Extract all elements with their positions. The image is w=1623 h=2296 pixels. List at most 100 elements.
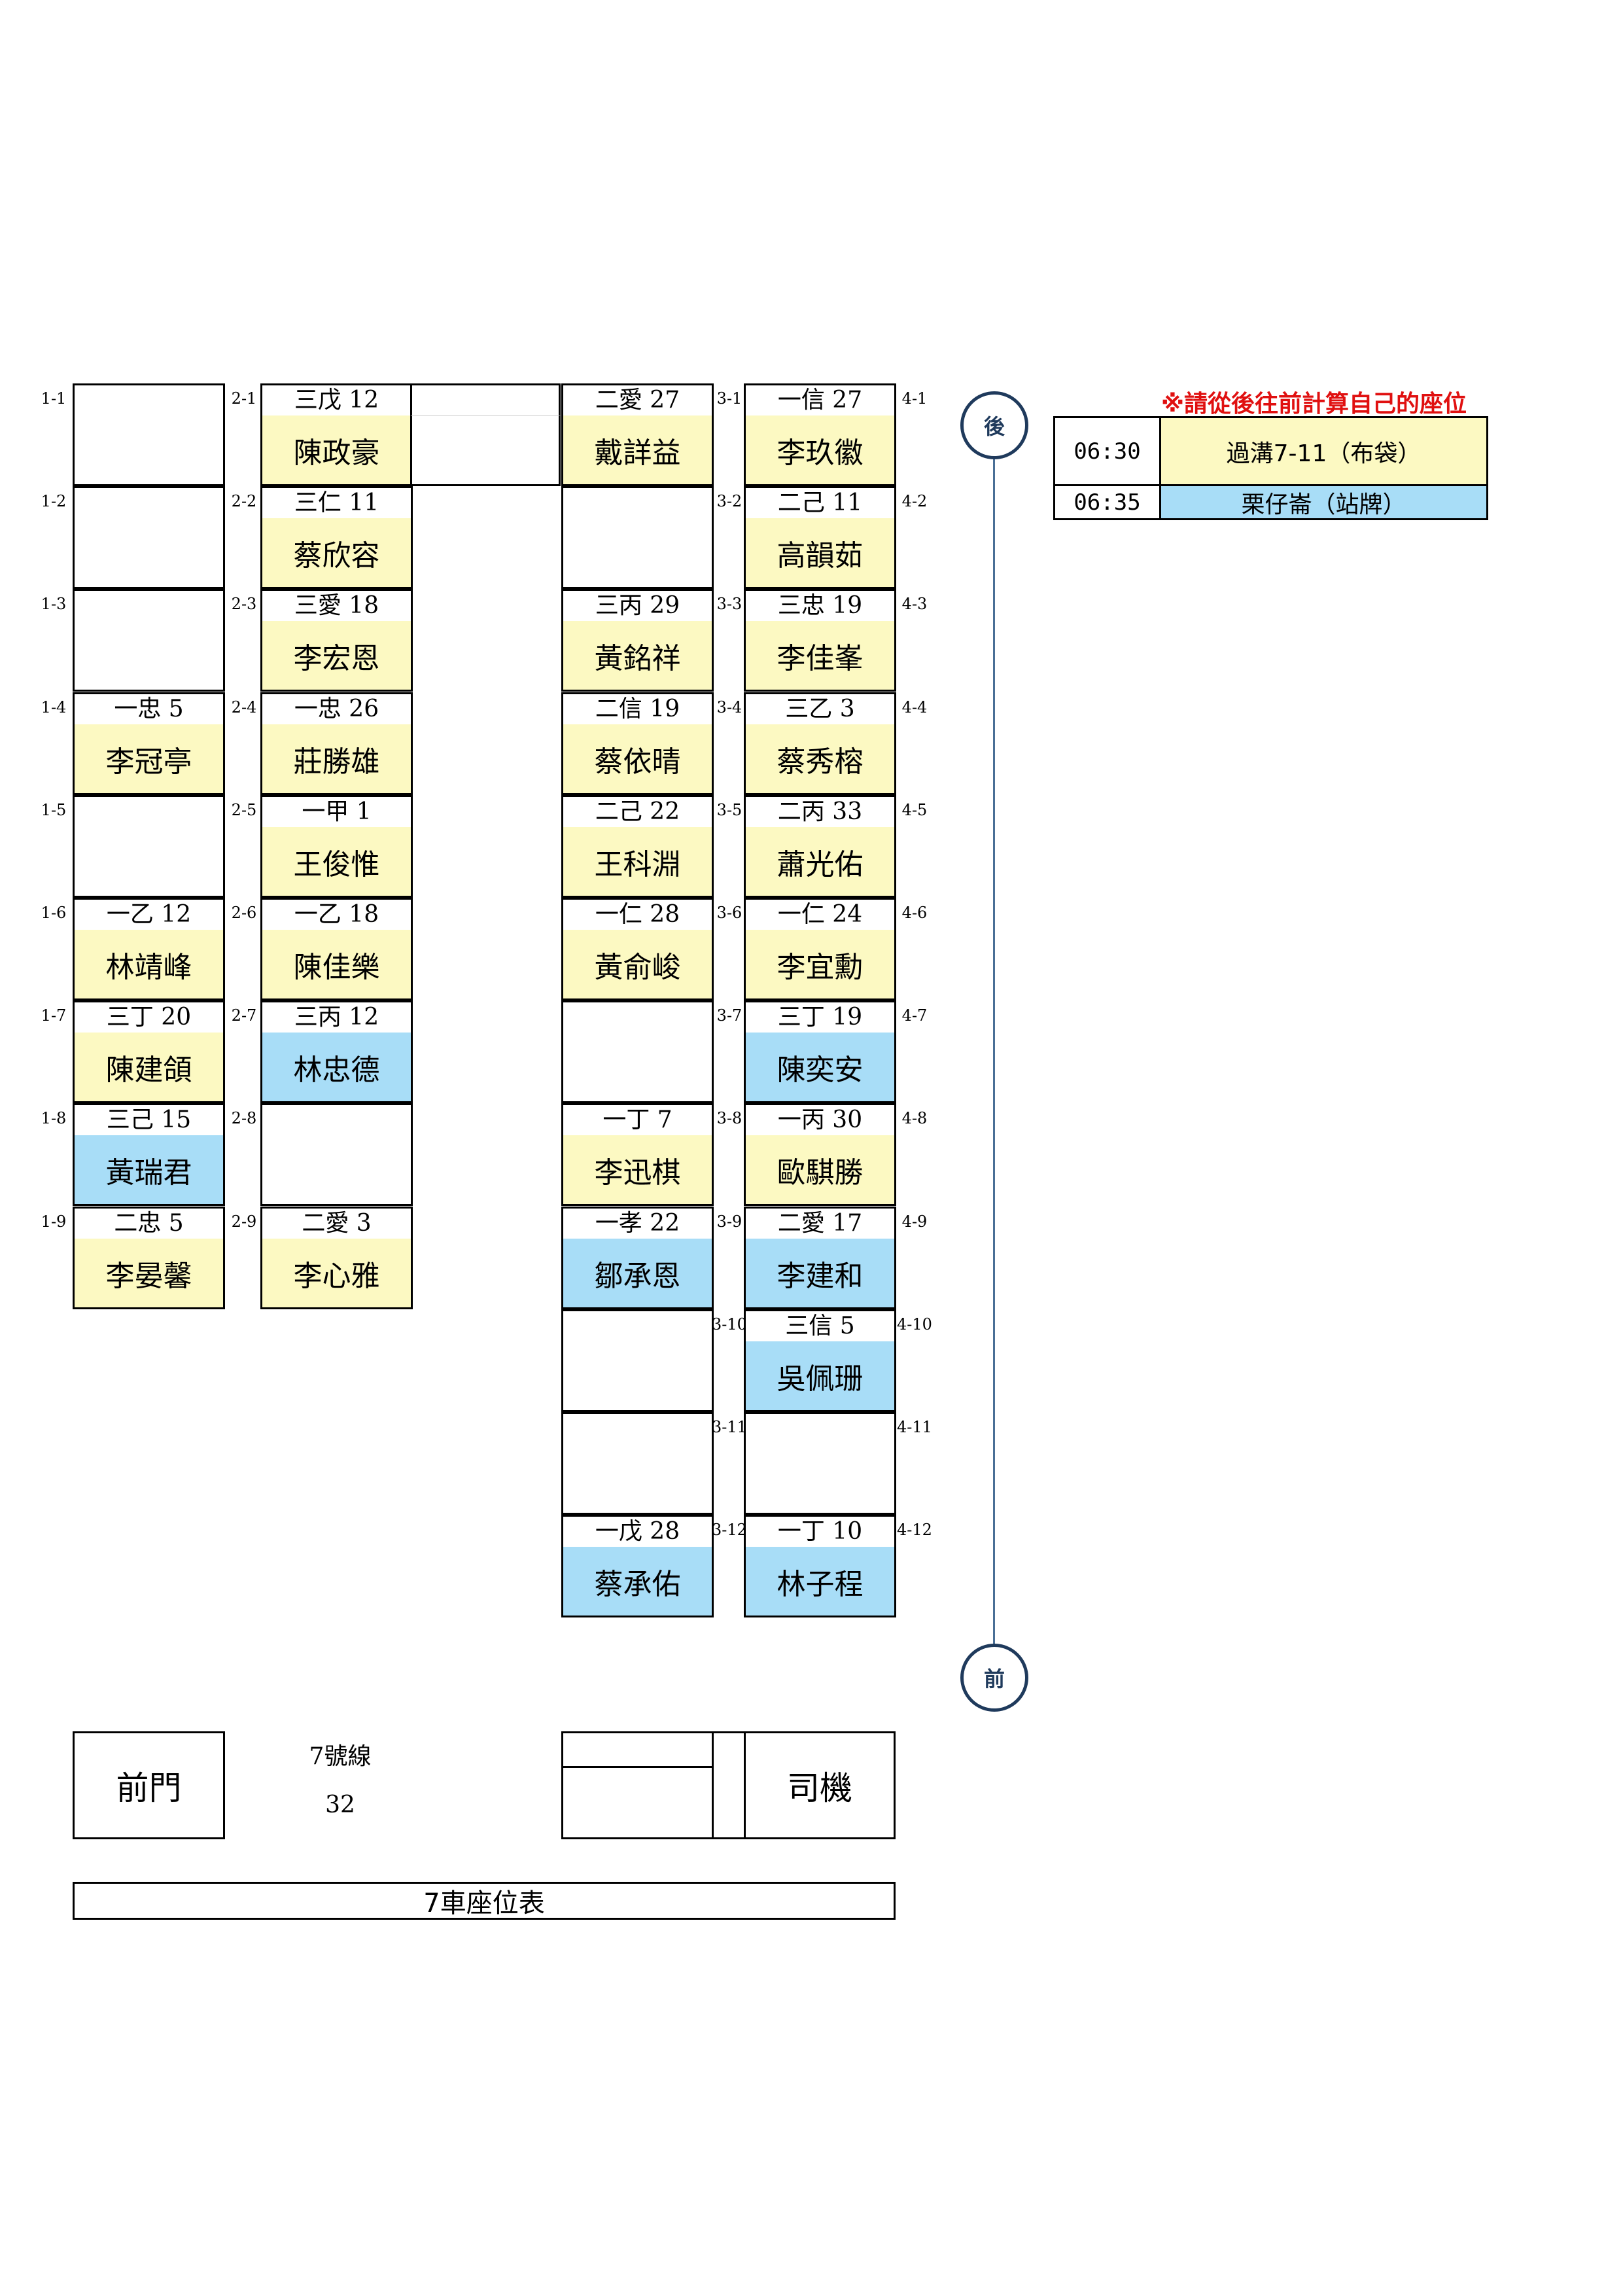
front-door-box: 前門 xyxy=(73,1731,225,1839)
schedule-time-1: 06:30 xyxy=(1053,416,1161,486)
front-label: 前 xyxy=(983,1667,1005,1691)
seat-name-cell: 蕭光佑 xyxy=(744,827,896,898)
seat-name-cell xyxy=(73,415,225,486)
seat-number-label: 4-7 xyxy=(901,1006,928,1025)
seat-number-label: 1-3 xyxy=(41,595,67,613)
seat-count: 32 xyxy=(325,1792,355,1818)
seat-number-label: 3-3 xyxy=(716,595,742,613)
seat-number-label: 3-7 xyxy=(716,1006,742,1025)
seat-note: ※請從後往前計算自己的座位 xyxy=(1161,391,1467,417)
seat-class-cell: 二愛 17 xyxy=(744,1207,896,1241)
seat-class-cell xyxy=(744,1412,896,1446)
seat-name-cell xyxy=(561,1444,714,1515)
seat-class-cell: 三丁 19 xyxy=(744,1000,896,1034)
seat-number-label: 1-5 xyxy=(41,801,67,819)
seat-name-cell: 陳建頜 xyxy=(73,1033,225,1103)
seat-class-cell xyxy=(561,1000,714,1034)
seat-number-label: 1-7 xyxy=(41,1006,67,1025)
seat-class-cell: 一信 27 xyxy=(744,383,896,417)
front-marker: 前 xyxy=(960,1644,1028,1712)
seat-number-label: 2-6 xyxy=(231,904,257,922)
seat-class-cell: 一忠 26 xyxy=(260,692,413,726)
seat-name-cell: 蔡承佑 xyxy=(561,1547,714,1617)
seat-number-label: 3-1 xyxy=(716,389,742,408)
seat-class-cell: 三信 5 xyxy=(744,1309,896,1343)
driver-label: 司機 xyxy=(787,1769,852,1807)
seat-class-cell xyxy=(73,383,225,417)
seat-number-label: 3-9 xyxy=(716,1212,742,1231)
seat-number-label: 2-8 xyxy=(231,1109,257,1127)
seat-number-label: 3-4 xyxy=(716,698,742,716)
seat-name-cell: 蔡欣容 xyxy=(260,518,413,589)
seat-number-label: 2-3 xyxy=(231,595,257,613)
seat-class-cell: 一忠 5 xyxy=(73,692,225,726)
seat-number-label: 1-8 xyxy=(41,1109,67,1127)
seat-class-cell: 一丁 7 xyxy=(561,1103,714,1137)
seat-name-cell: 林靖峰 xyxy=(73,930,225,1000)
seat-class-cell: 三乙 3 xyxy=(744,692,896,726)
front-door-label: 前門 xyxy=(116,1769,182,1807)
seat-class-cell: 二忠 5 xyxy=(73,1207,225,1241)
seat-class-cell xyxy=(561,486,714,520)
direction-line xyxy=(993,451,995,1663)
seat-class-cell: 三丙 29 xyxy=(561,589,714,623)
seat-class-cell: 三己 15 xyxy=(73,1103,225,1137)
schedule-place-1: 過溝7-11（布袋） xyxy=(1159,416,1488,486)
seat-number-label: 4-5 xyxy=(901,801,928,819)
seat-class-cell xyxy=(561,1309,714,1343)
seat-class-cell: 一乙 18 xyxy=(260,898,413,932)
seat-name-cell: 林忠德 xyxy=(260,1033,413,1103)
seat-name-cell: 莊勝雄 xyxy=(260,724,413,795)
seat-name-cell: 李宜勳 xyxy=(744,930,896,1000)
seat-name-cell xyxy=(260,1135,413,1206)
seat-class-cell xyxy=(260,1103,413,1137)
seat-number-label: 4-1 xyxy=(901,389,928,408)
back-marker: 後 xyxy=(960,391,1028,459)
seat-number-label: 3-2 xyxy=(716,492,742,510)
seat-name-cell xyxy=(561,518,714,589)
seat-number-label: 3-11 xyxy=(712,1418,747,1436)
seat-number-label: 3-6 xyxy=(716,904,742,922)
page-title: 7車座位表 xyxy=(423,1888,545,1918)
seat-class-cell: 一乙 12 xyxy=(73,898,225,932)
seat-class-cell: 三愛 18 xyxy=(260,589,413,623)
seat-class-cell: 二愛 27 xyxy=(561,383,714,417)
seat-class-cell: 二信 19 xyxy=(561,692,714,726)
seat-number-label: 1-9 xyxy=(41,1212,67,1231)
seat-number-label: 3-10 xyxy=(712,1315,747,1333)
seat-name-cell: 黃銘祥 xyxy=(561,621,714,692)
seat-number-label: 4-8 xyxy=(901,1109,928,1127)
seat-class-cell: 三仁 11 xyxy=(260,486,413,520)
seat-class-cell: 二愛 3 xyxy=(260,1207,413,1241)
seat-class-cell: 一甲 1 xyxy=(260,795,413,829)
seat-name-cell xyxy=(73,518,225,589)
seat-class-cell: 二己 22 xyxy=(561,795,714,829)
seat-name-cell: 陳佳樂 xyxy=(260,930,413,1000)
seat-name-cell xyxy=(744,1444,896,1515)
seat-number-label: 4-12 xyxy=(897,1521,932,1539)
seat-name-cell: 李迅棋 xyxy=(561,1135,714,1206)
driver-box: 司機 xyxy=(744,1731,896,1839)
seat-number-label: 4-9 xyxy=(901,1212,928,1231)
seat-number-label: 2-9 xyxy=(231,1212,257,1231)
seat-number-label: 3-8 xyxy=(716,1109,742,1127)
seat-name-cell xyxy=(561,1341,714,1412)
seat-name-cell: 李宏恩 xyxy=(260,621,413,692)
seat-number-label: 4-3 xyxy=(901,595,928,613)
seat-class-cell: 三丙 12 xyxy=(260,1000,413,1034)
seat-number-label: 3-12 xyxy=(712,1521,747,1539)
seat-name-cell: 蔡依晴 xyxy=(561,724,714,795)
driver-area-box-bottom xyxy=(561,1766,714,1839)
seat-class-cell: 三戊 12 xyxy=(260,383,413,417)
seat-class-cell xyxy=(73,589,225,623)
seat-name-cell: 陳奕安 xyxy=(744,1033,896,1103)
seat-class-cell: 一丙 30 xyxy=(744,1103,896,1137)
seat-number-label: 2-1 xyxy=(231,389,257,408)
seat-class-cell: 一戊 28 xyxy=(561,1515,714,1549)
seat-name-cell: 高韻茹 xyxy=(744,518,896,589)
seat-number-label: 2-7 xyxy=(231,1006,257,1025)
route-label: 7號線 xyxy=(309,1743,372,1770)
schedule-place-2: 栗仔崙（站牌） xyxy=(1159,484,1488,520)
seat-number-label: 2-2 xyxy=(231,492,257,510)
seat-class-cell: 二丙 33 xyxy=(744,795,896,829)
